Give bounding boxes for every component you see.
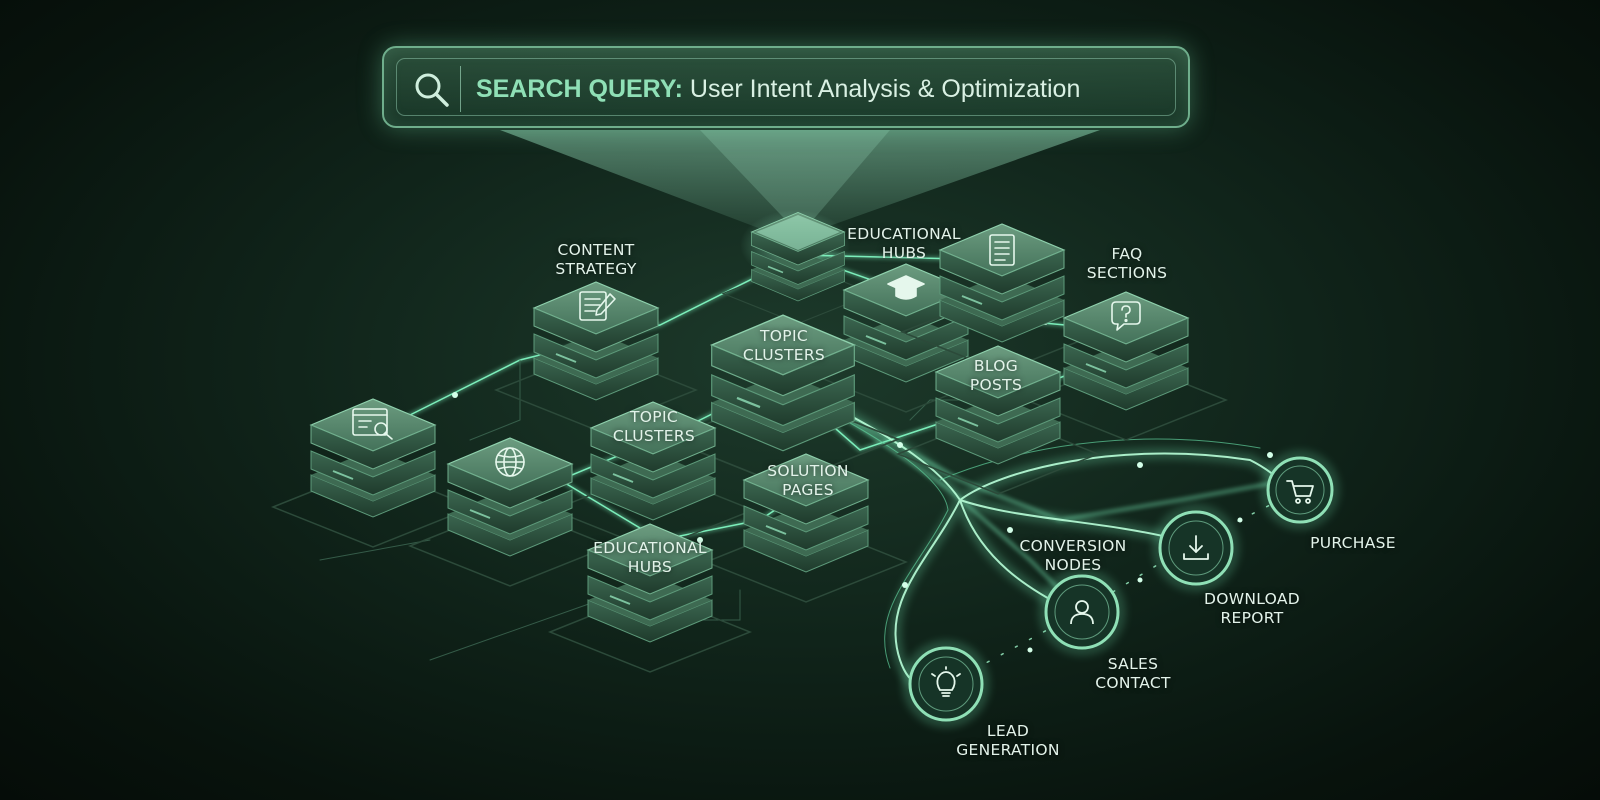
tile-globe bbox=[409, 437, 611, 587]
tile-browser-search bbox=[272, 398, 474, 548]
lightbulb-icon bbox=[931, 666, 961, 697]
search-bar-inner-frame bbox=[396, 58, 1176, 116]
user-icon bbox=[1070, 600, 1094, 625]
download-report-node bbox=[1152, 504, 1240, 592]
browser-search-icon bbox=[352, 408, 393, 440]
globe-icon bbox=[495, 447, 525, 477]
cart-icon bbox=[1286, 480, 1314, 504]
lead-generation-node bbox=[902, 640, 990, 728]
search-divider bbox=[460, 66, 461, 112]
download-icon bbox=[1183, 535, 1209, 560]
document-edit-icon bbox=[579, 291, 616, 321]
search-query-value: User Intent Analysis & Optimization bbox=[689, 75, 1081, 103]
question-bubble-icon bbox=[1111, 301, 1141, 331]
document-icon bbox=[989, 234, 1015, 266]
label-purchase: PURCHASE bbox=[1310, 534, 1396, 552]
search-icon bbox=[415, 73, 449, 107]
sales-contact-node bbox=[1038, 568, 1126, 656]
search-query-text: SEARCH QUERY: User Intent Analysis & Opt… bbox=[476, 48, 1080, 130]
graduation-cap-icon bbox=[887, 275, 925, 300]
search-bar[interactable]: SEARCH QUERY: User Intent Analysis & Opt… bbox=[382, 46, 1190, 128]
search-query-label: SEARCH QUERY: bbox=[476, 75, 683, 103]
search-beam bbox=[500, 130, 1100, 240]
purchase-node bbox=[1260, 450, 1340, 530]
conversion-circles bbox=[902, 450, 1340, 728]
